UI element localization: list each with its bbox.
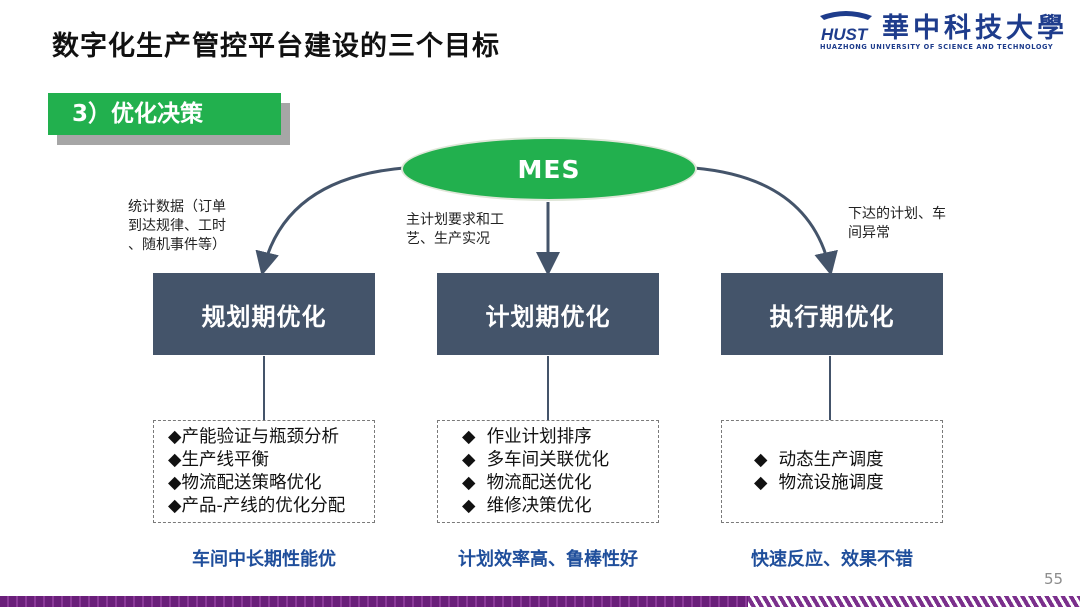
arrow-to-planning xyxy=(255,166,405,276)
logo-chinese-name: 華中科技大學 xyxy=(882,13,1068,44)
university-logo: HUST 華中科技大學 HUAZHONG UNIVERSITY OF SCIEN… xyxy=(818,6,1076,54)
note-line: 主计划要求和工 xyxy=(406,212,504,228)
note-master-plan: 主计划要求和工 艺、生产实况 xyxy=(406,211,504,249)
bottom-decor-stripes xyxy=(748,596,1080,607)
note-line: 间异常 xyxy=(848,225,890,241)
note-line: 、随机事件等） xyxy=(128,237,226,253)
list-item: ◆ 维修决策优化 xyxy=(462,495,592,516)
result-scheduling: 计划效率高、鲁棒性好 xyxy=(458,549,638,570)
bottom-decor-band xyxy=(0,596,1080,607)
detail-box-execution: ◆ 动态生产调度 ◆ 物流设施调度 xyxy=(721,420,943,523)
note-line: 下达的计划、车 xyxy=(848,206,946,222)
detail-box-planning: ◆产能验证与瓶颈分析 ◆生产线平衡 ◆物流配送策略优化 ◆产品-产线的优化分配 xyxy=(153,420,375,523)
slide-title: 数字化生产管控平台建设的三个目标 xyxy=(52,31,500,62)
list-item: ◆ 物流配送优化 xyxy=(462,472,592,493)
phase-box-planning: 规划期优化 xyxy=(153,273,375,355)
list-item: ◆物流配送策略优化 xyxy=(168,472,322,493)
list-item: ◆产能验证与瓶颈分析 xyxy=(168,426,339,447)
logo-english-name: HUAZHONG UNIVERSITY OF SCIENCE AND TECHN… xyxy=(820,43,1054,51)
note-line: 艺、生产实况 xyxy=(406,231,490,247)
list-item: ◆ 多车间关联优化 xyxy=(462,449,610,470)
page-number: 55 xyxy=(1044,570,1064,588)
mes-hub: MES xyxy=(401,137,697,201)
section-label: 3）优化决策 xyxy=(48,93,281,135)
note-line: 到达规律、工时 xyxy=(128,218,226,234)
list-item: ◆ 物流设施调度 xyxy=(754,472,884,493)
note-dispatched-plan: 下达的计划、车 间异常 xyxy=(848,205,946,243)
note-line: 统计数据（订单 xyxy=(128,199,226,215)
list-item: ◆生产线平衡 xyxy=(168,449,269,470)
arrow-to-execution xyxy=(693,166,838,276)
result-execution: 快速反应、效果不错 xyxy=(751,549,913,570)
hust-logo-mark: HUST xyxy=(820,11,872,44)
logo-mark-text: HUST xyxy=(821,25,869,44)
list-item: ◆ 动态生产调度 xyxy=(754,449,884,470)
detail-box-scheduling: ◆ 作业计划排序 ◆ 多车间关联优化 ◆ 物流配送优化 ◆ 维修决策优化 xyxy=(437,420,659,523)
result-planning: 车间中长期性能优 xyxy=(192,549,336,570)
list-item: ◆产品-产线的优化分配 xyxy=(168,495,346,516)
phase-box-execution: 执行期优化 xyxy=(721,273,943,355)
phase-box-scheduling: 计划期优化 xyxy=(437,273,659,355)
list-item: ◆ 作业计划排序 xyxy=(462,426,592,447)
note-statistics: 统计数据（订单 到达规律、工时 、随机事件等） xyxy=(128,198,226,255)
